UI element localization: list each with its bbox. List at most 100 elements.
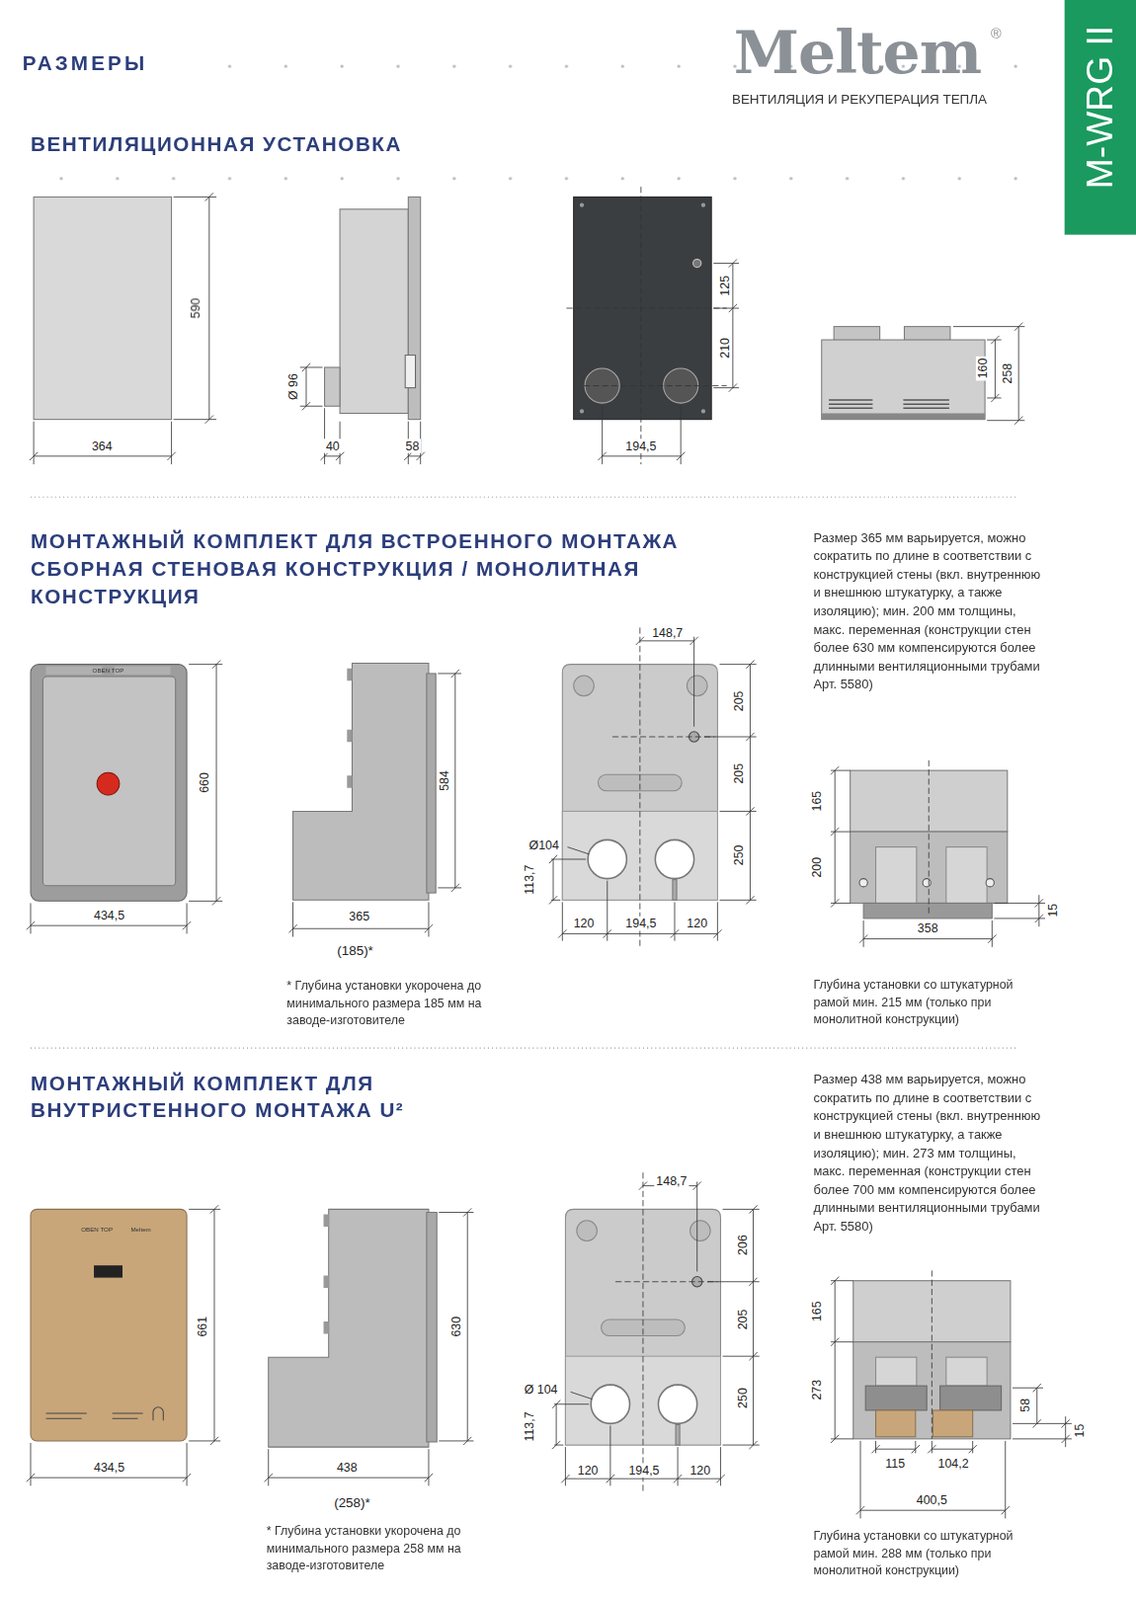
kit-side — [268, 1209, 429, 1448]
kit-back — [552, 1172, 760, 1494]
kit-side — [293, 663, 429, 901]
dimension-value: 120 — [571, 916, 597, 931]
duct-block — [876, 847, 917, 904]
dimension-lines — [953, 323, 1025, 425]
dimension-value: 125 — [717, 273, 731, 299]
dimension-value: 434,5 — [91, 1460, 127, 1475]
red-plug — [96, 772, 120, 796]
sticker — [93, 1265, 123, 1278]
dimension-value: 15 — [1046, 901, 1060, 920]
dimension-value: 165 — [809, 789, 823, 814]
dimension-value: 58 — [1017, 1396, 1032, 1415]
dimension-value: 194,5 — [626, 1463, 661, 1478]
unit-top — [821, 339, 985, 420]
duct-spigot — [324, 367, 340, 406]
dimension-value: 400,5 — [914, 1493, 950, 1508]
section-heading: МОНТАЖНЫЙ КОМПЛЕКТ ДЛЯ ВНУТРИСТЕННОГО МО… — [30, 1069, 470, 1126]
section-heading: ВЕНТИЛЯЦИОННАЯ УСТАНОВКА — [30, 130, 644, 159]
kit-cover-board — [30, 1209, 187, 1442]
logo-text: Meltem — [733, 23, 981, 83]
dimension-value: 434,5 — [91, 908, 127, 923]
dimension-value: 113,7 — [522, 1409, 537, 1444]
side-lug — [324, 1215, 329, 1335]
note-text: Размер 365 мм варьируется, можно сократи… — [812, 528, 1043, 694]
dimension-value: 160 — [975, 356, 990, 382]
center-line — [566, 186, 727, 465]
connector-block — [405, 355, 415, 389]
dimension-lines — [830, 766, 1046, 948]
insulation-insert — [876, 1410, 916, 1438]
side-lug — [346, 668, 352, 789]
section-heading: МОНТАЖНЫЙ КОМПЛЕКТ ДЛЯ ВСТРОЕННОГО МОНТА… — [30, 527, 735, 611]
footnote: Глубина установки со штукатурной рамой м… — [812, 1528, 1023, 1581]
dimension-value: Ø 96 — [285, 371, 300, 403]
cable-entry — [693, 258, 702, 267]
duct-spigot — [833, 326, 880, 341]
center-line — [931, 1270, 933, 1439]
dimension-lines — [300, 363, 425, 465]
dimension-value: Ø 104 — [522, 1382, 561, 1397]
duct-block — [946, 1357, 987, 1386]
dot-grid — [30, 170, 1042, 181]
duct-spigot — [903, 326, 950, 341]
unit-front — [33, 196, 171, 419]
dimension-value: 120 — [687, 1463, 713, 1478]
dimension-value: 194,5 — [623, 438, 658, 453]
dimension-value: 660 — [196, 770, 211, 796]
dimension-value: 120 — [684, 916, 710, 931]
screw — [859, 879, 868, 888]
logo-subtitle: ВЕНТИЛЯЦИЯ И РЕКУПЕРАЦИЯ ТЕПЛА — [731, 92, 987, 106]
kit-frame — [30, 664, 187, 902]
dimension-lines — [26, 1205, 221, 1486]
dimension-value: 273 — [809, 1378, 823, 1403]
fine-print: OBEN TOP — [81, 1226, 113, 1233]
kit-flange — [426, 673, 436, 893]
dimension-value: (258)* — [331, 1494, 373, 1510]
kit-flange — [426, 1212, 437, 1442]
dimension-value: 250 — [735, 1385, 750, 1411]
dimension-lines — [597, 258, 739, 465]
dimension-value: 15 — [1072, 1422, 1087, 1441]
dimension-value: Ø104 — [526, 837, 561, 852]
dimension-value: 205 — [731, 761, 746, 787]
fine-print: OBEN TOP — [92, 667, 125, 674]
dimension-lines — [288, 669, 462, 938]
dimension-lines — [29, 192, 217, 465]
product-tab: M-WRG II — [1064, 0, 1136, 236]
base-strip — [821, 412, 985, 419]
dimension-value: 661 — [194, 1314, 209, 1340]
dimension-value: 58 — [403, 438, 421, 453]
dimension-value: 148,7 — [649, 625, 685, 640]
center-line — [928, 760, 930, 914]
dimension-value: 148,7 — [653, 1173, 689, 1188]
dimension-value: 165 — [809, 1298, 823, 1324]
duct-block — [876, 1357, 917, 1386]
dimension-value: (185)* — [334, 942, 376, 958]
dimension-lines — [264, 1208, 475, 1486]
dimension-value: 104,2 — [935, 1456, 971, 1470]
dimension-value: 584 — [436, 768, 451, 794]
kit-cover — [42, 676, 175, 887]
dimension-value: 115 — [883, 1456, 907, 1470]
dimension-value: 250 — [731, 842, 746, 868]
footnote: Глубина установки со штукатурной рамой м… — [812, 976, 1023, 1030]
dimension-value: 194,5 — [623, 916, 658, 931]
footnote: * Глубина установки укорочена до минимал… — [286, 977, 491, 1031]
dimension-value: 630 — [449, 1314, 464, 1340]
fine-print: Meltem — [130, 1226, 151, 1233]
dimension-value: 200 — [809, 855, 823, 881]
kit-back — [549, 627, 757, 949]
dimension-value: 210 — [717, 335, 731, 361]
dimension-lines — [26, 660, 223, 935]
dimension-value: 40 — [324, 438, 342, 453]
unit-side-body — [339, 209, 408, 414]
dimension-value: 590 — [188, 296, 203, 322]
dimension-value: 113,7 — [522, 863, 537, 897]
insulation-insert — [932, 1410, 973, 1438]
screw — [922, 879, 931, 888]
label-plate — [940, 1385, 1002, 1411]
footnote: * Глубина установки укорочена до минимал… — [266, 1523, 482, 1576]
dimension-value: 120 — [575, 1463, 601, 1478]
note-text: Размер 438 мм варьируется, можно сократи… — [812, 1070, 1043, 1236]
